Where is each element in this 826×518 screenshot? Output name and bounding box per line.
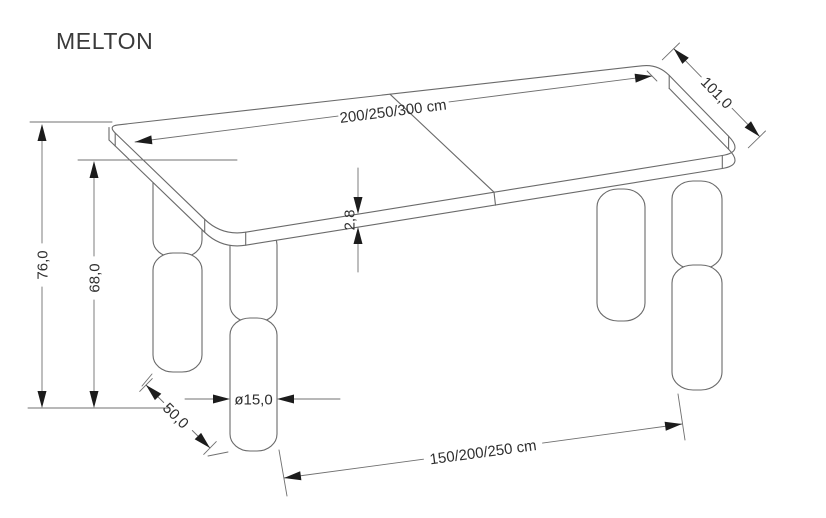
tabletop-corner-seams xyxy=(108,74,730,246)
dimension-label-leg-offset-depth: 50,0 xyxy=(159,400,192,433)
dimension-line xyxy=(283,458,424,479)
front-left-leg xyxy=(229,227,278,452)
leg-lower-segment xyxy=(671,264,723,391)
arrowhead xyxy=(37,391,47,408)
dimension-line xyxy=(542,423,683,444)
dimension-label-tabletop-depth: 101,0 xyxy=(697,74,735,113)
leg-lower-segment xyxy=(229,317,278,452)
arrowhead xyxy=(284,471,302,481)
arrowhead xyxy=(673,48,689,64)
dimension-leg-offset-depth: 50,0 xyxy=(139,373,229,457)
arrowhead xyxy=(634,73,652,83)
dimension-line xyxy=(448,75,653,103)
dimension-leg-diameter: ø15,0 xyxy=(184,391,341,408)
arrowhead xyxy=(353,197,363,214)
arrowhead xyxy=(89,161,99,178)
extension-line xyxy=(278,449,288,497)
dimension-label-leg-diameter: ø15,0 xyxy=(234,391,272,408)
dimension-label-tabletop-thickness: 2,8 xyxy=(341,210,358,231)
dimension-tabletop-thickness: 2,8 xyxy=(341,167,363,273)
dimension-label-total-height: 76,0 xyxy=(34,250,51,279)
extension-line xyxy=(677,393,686,441)
tabletop xyxy=(108,65,736,247)
arrowhead xyxy=(194,432,210,448)
leg-lower-segment xyxy=(152,252,203,373)
dimension-line xyxy=(134,115,339,143)
dimension-label-leg-height: 68,0 xyxy=(86,263,103,292)
arrowhead xyxy=(744,121,760,137)
arrowhead xyxy=(89,391,99,408)
table-drawing xyxy=(108,65,736,452)
arrowhead xyxy=(135,135,153,145)
extension-line xyxy=(207,451,229,457)
dimension-total-height: 76,0 xyxy=(27,121,171,409)
leg-segment xyxy=(596,188,646,322)
tabletop-split-line xyxy=(389,93,497,206)
arrowhead xyxy=(277,394,294,404)
extension-line xyxy=(747,130,766,149)
extension-line xyxy=(141,373,153,387)
arrowhead xyxy=(213,394,230,404)
tabletop-silhouette xyxy=(108,65,735,246)
arrowhead xyxy=(146,385,162,401)
arrowhead xyxy=(664,421,682,431)
extension-line xyxy=(661,42,680,61)
arrowhead xyxy=(37,124,47,141)
arrowhead xyxy=(353,227,363,244)
product-title: MELTON xyxy=(56,28,153,54)
dimension-leg-spacing-length: 150/200/250 cm xyxy=(278,393,686,497)
front-right-leg xyxy=(671,180,723,391)
leg-upper-segment xyxy=(671,180,723,270)
dimension-label-leg-spacing-length: 150/200/250 cm xyxy=(429,437,538,468)
back-right-leg xyxy=(596,188,646,322)
tabletop-edge-band-outline xyxy=(108,87,736,247)
dimension-leg-height: 68,0 xyxy=(77,159,238,408)
